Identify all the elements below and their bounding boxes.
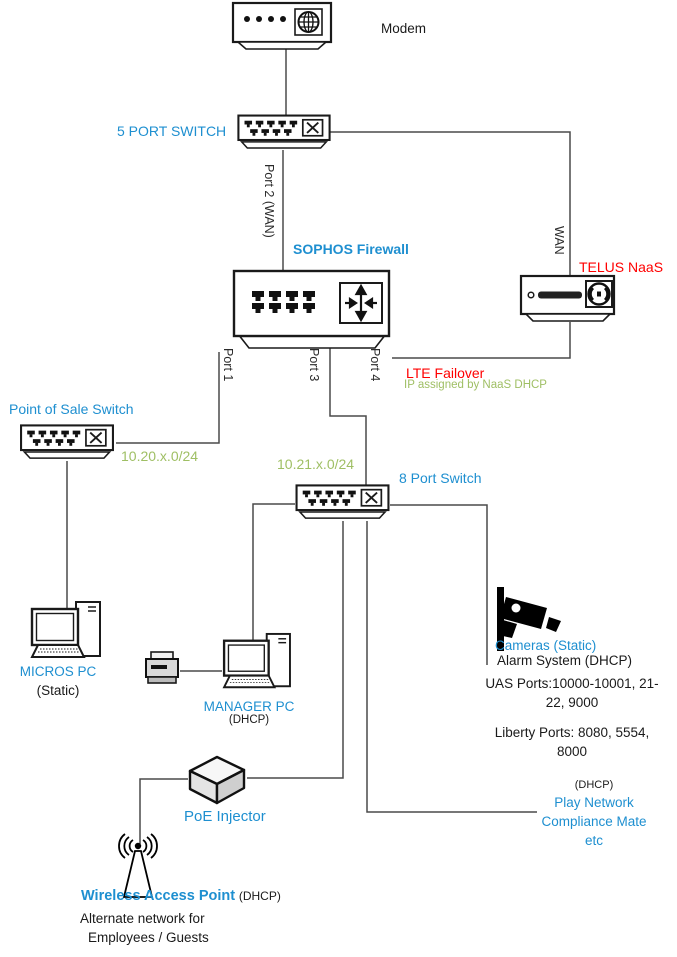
link-poe-wap: [139, 778, 188, 844]
pos-subnet-label: 10.20.x.0/24: [121, 448, 199, 464]
link-firewall-port1-pos: [116, 352, 220, 444]
micros-pc-icon: [30, 600, 102, 659]
cctv-camera-icon: [497, 587, 561, 651]
uas-ports-line2: 22, 9000: [545, 695, 599, 710]
manager-pc-icon: [222, 632, 292, 689]
wap-label: Wireless Access Point: [81, 888, 236, 904]
port1-label: Port 1: [221, 348, 235, 382]
wap-alt-network-line1: Alternate network for: [80, 911, 205, 926]
connector-plug-icon: [587, 282, 611, 306]
wap-alt-network-line2: Employees / Guests: [88, 930, 209, 945]
modem-icon: [231, 1, 333, 50]
pos-switch-label: Point of Sale Switch: [9, 401, 134, 417]
firewall-icon: [232, 269, 391, 349]
printer-icon: [145, 651, 179, 684]
wap-dhcp-note: (DHCP): [238, 889, 281, 903]
link-firewall-port4-telus-lte: [392, 322, 571, 359]
play-network-line1: Play Network: [554, 795, 634, 810]
uas-ports-line1: UAS Ports:10000-10001, 21-: [485, 676, 659, 691]
cameras-label: Cameras (Static): [495, 638, 597, 653]
liberty-ports-line2: 8000: [556, 744, 588, 759]
routing-arrows-icon: [345, 283, 377, 323]
manager-pc-note: (DHCP): [228, 714, 270, 726]
poe-injector-icon: [188, 755, 246, 805]
telus-device-icon: [519, 274, 616, 322]
link-8port-playnetwork: [366, 521, 537, 813]
port2-wan-label: Port 2 (WAN): [262, 164, 276, 238]
port3-label: Port 3: [307, 348, 321, 382]
wireless-access-point-icon: [118, 833, 158, 898]
wan-label: WAN: [552, 226, 566, 255]
eight-port-switch-icon: [295, 484, 390, 520]
wap-label-row: Wireless Access Point (DHCP): [81, 888, 281, 905]
modem-label: Modem: [381, 21, 427, 36]
port4-label: Port 4: [368, 348, 382, 382]
alarm-system-label: Alarm System (DHCP): [497, 653, 633, 668]
link-8port-manager: [252, 503, 295, 644]
micros-pc-note: (Static): [36, 683, 80, 698]
poe-injector-label: PoE Injector: [184, 808, 266, 825]
link-5port-telus-wan: [330, 131, 571, 276]
link-firewall-port3-8port: [329, 348, 367, 489]
globe-icon: [297, 11, 320, 33]
eight-port-switch-label: 8 Port Switch: [399, 470, 482, 486]
link-8port-poe: [247, 521, 344, 779]
lan-subnet-label: 10.21.x.0/24: [277, 456, 355, 472]
pos-switch-icon: [19, 424, 115, 460]
link-8port-cameras: [390, 504, 488, 665]
play-network-line2: Compliance Mate: [541, 814, 647, 829]
play-network-dhcp-note: (DHCP): [574, 779, 614, 791]
five-port-switch-label: 5 PORT SWITCH: [117, 123, 227, 139]
five-port-switch-icon: [237, 114, 331, 150]
manager-pc-label: MANAGER PC: [203, 699, 295, 714]
telus-naas-label: TELUS NaaS: [579, 259, 664, 275]
lte-failover-note: IP assigned by NaaS DHCP: [404, 379, 547, 391]
liberty-ports-line1: Liberty Ports: 8080, 5554,: [494, 725, 650, 740]
lte-failover-label: LTE Failover: [406, 365, 485, 381]
sophos-firewall-label: SOPHOS Firewall: [293, 241, 409, 257]
micros-pc-label: MICROS PC: [19, 664, 97, 679]
play-network-line3: etc: [584, 833, 603, 848]
